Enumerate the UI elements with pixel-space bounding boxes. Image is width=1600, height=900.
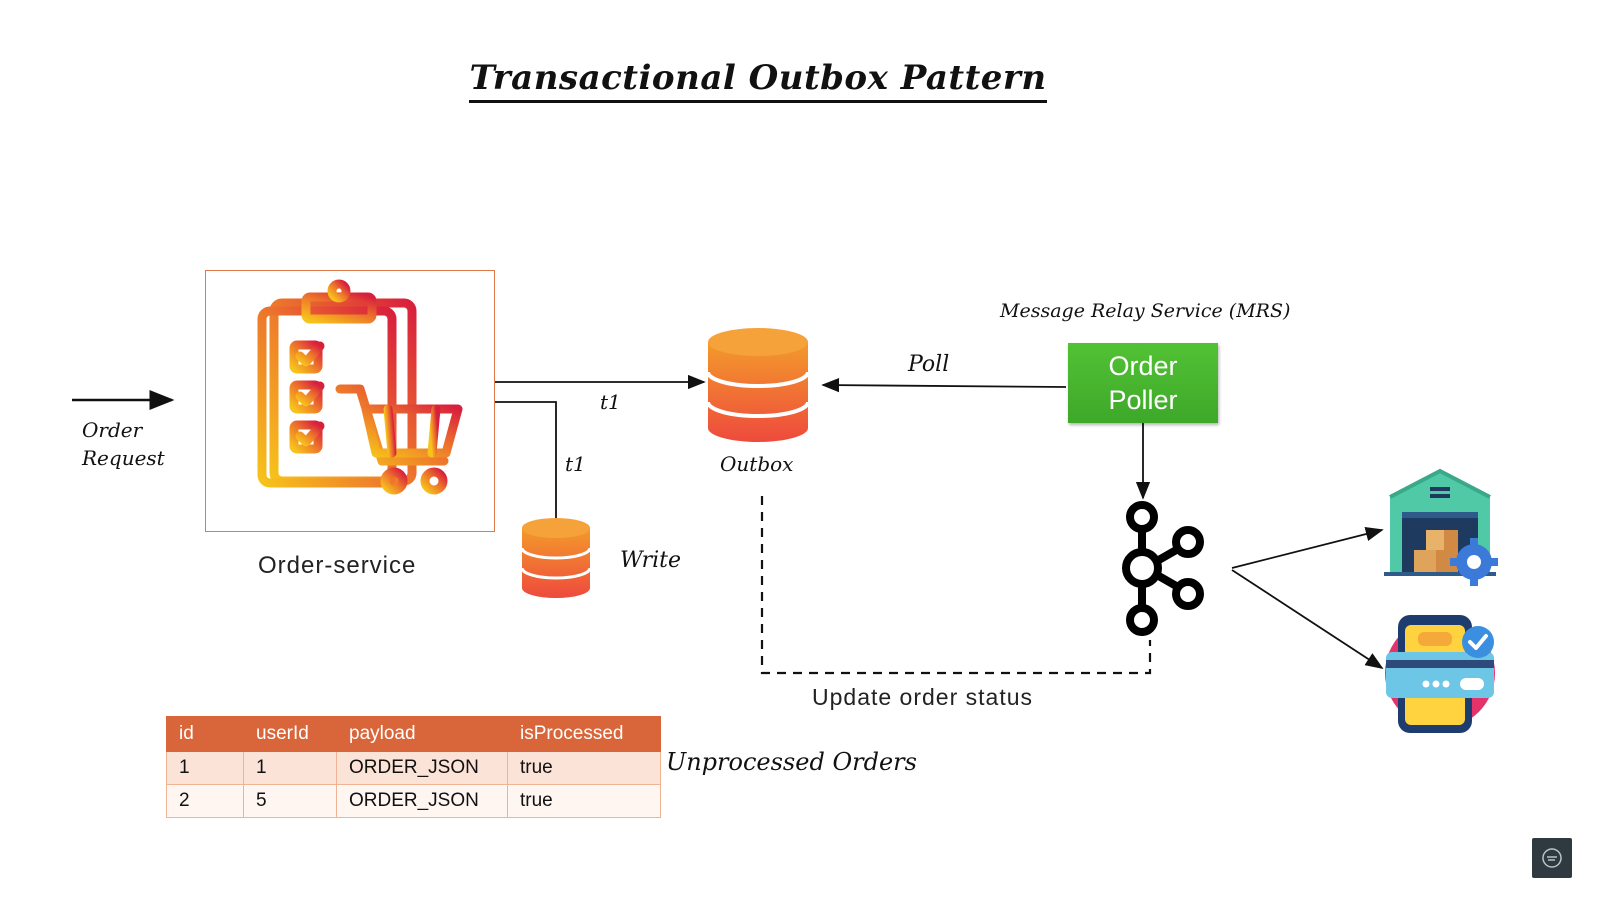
kafka-icon [1122,501,1204,636]
unprocessed-orders-label: Unprocessed Orders [666,748,917,776]
outbox-table-wrapper: id userId payload isProcessed 1 1 ORDER_… [166,716,661,818]
table-cell: 5 [243,784,337,818]
t1-to-write-line [495,401,557,522]
mobile-payment-icon [1385,615,1495,733]
column-header: payload [336,716,508,752]
order-request-label: Order Request [82,418,165,470]
order-service-box [205,270,495,532]
table-cell: true [507,784,661,818]
overlay-icon [1542,848,1562,868]
table-cell: ORDER_JSON [336,784,508,818]
kafka-to-payment-arrow [1231,569,1384,669]
table-cell: true [507,751,661,785]
column-header: isProcessed [507,716,661,752]
poll-label: Poll [908,352,950,377]
write-database-icon [520,518,592,598]
table-cell: 2 [166,784,244,818]
outbox-label: Outbox [720,452,794,476]
update-order-status-dashed-line [760,496,1152,675]
table-cell: 1 [166,751,244,785]
table-cell: ORDER_JSON [336,751,508,785]
warehouse-icon [1384,468,1498,586]
outbox-database-icon [706,328,810,442]
order-service-label: Order-service [258,552,417,579]
table-row: 2 5 ORDER_JSON true [166,784,661,818]
order-poller-label: Order Poller [1108,351,1178,415]
t1-side-label: t1 [565,452,586,476]
order-checklist-cart-icon [257,279,463,495]
t1-top-label: t1 [600,390,621,414]
column-header: userId [243,716,337,752]
column-header: id [166,716,244,752]
kafka-to-warehouse-arrow [1231,526,1384,569]
order-poller-box: Order Poller [1068,343,1218,423]
table-row: 1 1 ORDER_JSON true [166,751,661,785]
mrs-label: Message Relay Service (MRS) [1000,300,1291,322]
table-cell: 1 [243,751,337,785]
table-header-row: id userId payload isProcessed [166,716,661,752]
diagram-title: Transactional Outbox Pattern [0,58,1516,103]
update-order-status-label: Update order status [812,684,1034,710]
outbox-table: id userId payload isProcessed 1 1 ORDER_… [166,716,661,818]
poll-arrow [821,377,1067,393]
screen-overlay-button[interactable] [1532,838,1572,878]
write-label: Write [620,548,682,573]
